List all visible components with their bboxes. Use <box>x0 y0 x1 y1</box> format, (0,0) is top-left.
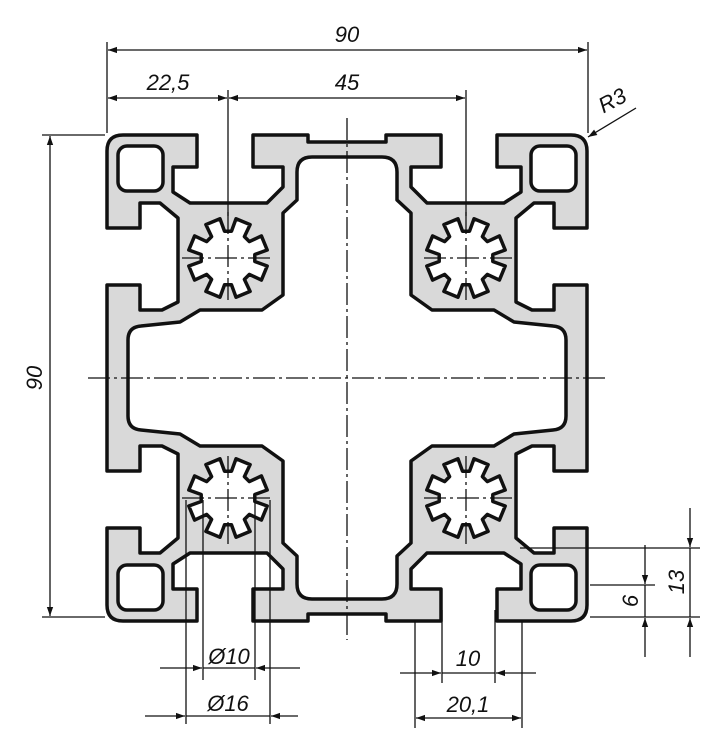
dimension-slot-widths: 10 20,1 <box>400 610 536 728</box>
profile-quadrant-bottom-right <box>345 376 589 623</box>
dimension-label-slot-outer-width: 20,1 <box>446 692 490 717</box>
dimension-overall-height: 90 <box>22 134 105 618</box>
profile-quadrant-bottom-left <box>105 376 349 623</box>
dimension-node-offsets: 22,5 45 <box>108 70 467 216</box>
dimension-label-overall-height: 90 <box>22 365 47 390</box>
dimension-label-slot-lip-depth: 6 <box>618 594 643 607</box>
profile-quadrant-top-right <box>345 133 589 380</box>
dimension-label-overall-width: 90 <box>335 22 360 47</box>
dimension-slot-depths: 6 13 <box>520 508 700 657</box>
dimension-label-slot-width: 10 <box>456 646 481 671</box>
dimension-label-bore-outer: Ø16 <box>206 691 249 716</box>
profile-quadrant-top-left <box>105 133 349 380</box>
dimension-label-corner-radius: R3 <box>594 82 631 118</box>
dimension-label-edge-to-node: 22,5 <box>146 70 191 95</box>
dimension-bore-diameters: Ø10 Ø16 <box>145 500 300 724</box>
dimension-label-bore-inner: Ø10 <box>207 644 250 669</box>
dimension-corner-radius: R3 <box>587 82 637 138</box>
dimension-label-slot-depth: 13 <box>664 569 689 594</box>
dimension-label-node-spacing: 45 <box>335 70 360 95</box>
dimension-overall-width: 90 <box>106 22 589 133</box>
